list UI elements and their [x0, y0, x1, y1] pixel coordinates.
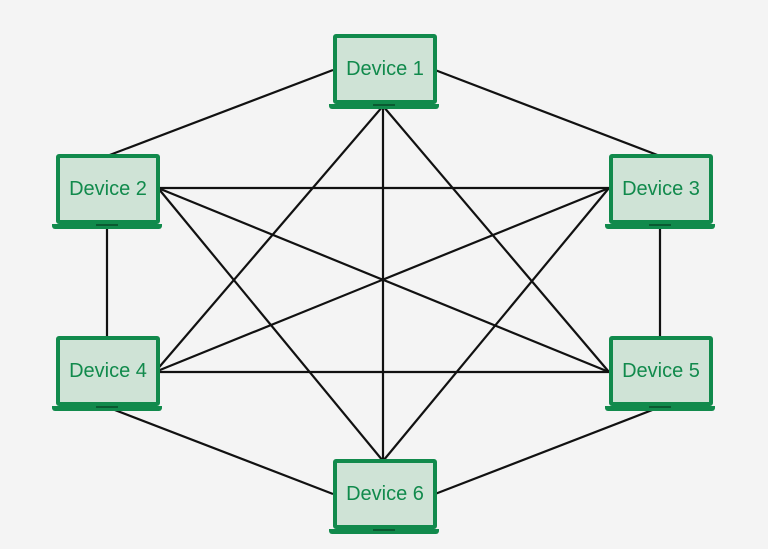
device-6-screen: Device 6 — [333, 459, 437, 529]
device-2-label: Device 2 — [69, 177, 147, 200]
device-4-notch — [96, 406, 118, 408]
device-1-base — [329, 104, 439, 109]
device-6-laptop-icon: Device 6 — [329, 459, 439, 534]
device-2-screen: Device 2 — [56, 154, 160, 224]
device-5-label: Device 5 — [622, 359, 700, 382]
device-6-label: Device 6 — [346, 482, 424, 505]
link-d3-d6 — [382, 187, 610, 462]
device-5-notch — [649, 406, 671, 408]
link-d1-d3 — [434, 68, 661, 158]
device-1-screen: Device 1 — [333, 34, 437, 104]
device-4-laptop-icon: Device 4 — [52, 336, 162, 411]
link-d1-d4 — [154, 105, 384, 373]
device-3-label: Device 3 — [622, 177, 700, 200]
device-2-base — [52, 224, 162, 229]
device-2-laptop-icon: Device 2 — [52, 154, 162, 229]
link-d1-d2 — [106, 68, 334, 158]
device-3-base — [605, 224, 715, 229]
device-5-laptop-icon: Device 5 — [605, 336, 715, 411]
link-d1-d5 — [382, 105, 610, 373]
device-4-label: Device 4 — [69, 359, 147, 382]
device-4-screen: Device 4 — [56, 336, 160, 406]
link-d4-d6 — [106, 405, 334, 496]
device-3-laptop-icon: Device 3 — [605, 154, 715, 229]
device-2-notch — [96, 224, 118, 226]
device-1-laptop-icon: Device 1 — [329, 34, 439, 109]
device-5-screen: Device 5 — [609, 336, 713, 406]
device-3-notch — [649, 224, 671, 226]
device-6-notch — [373, 529, 395, 531]
device-4-base — [52, 406, 162, 411]
device-1-label: Device 1 — [346, 57, 424, 80]
link-d5-d6 — [434, 405, 661, 496]
device-5-base — [605, 406, 715, 411]
link-d3-d4 — [154, 186, 610, 374]
device-1-notch — [373, 104, 395, 106]
device-6-base — [329, 529, 439, 534]
device-3-screen: Device 3 — [609, 154, 713, 224]
